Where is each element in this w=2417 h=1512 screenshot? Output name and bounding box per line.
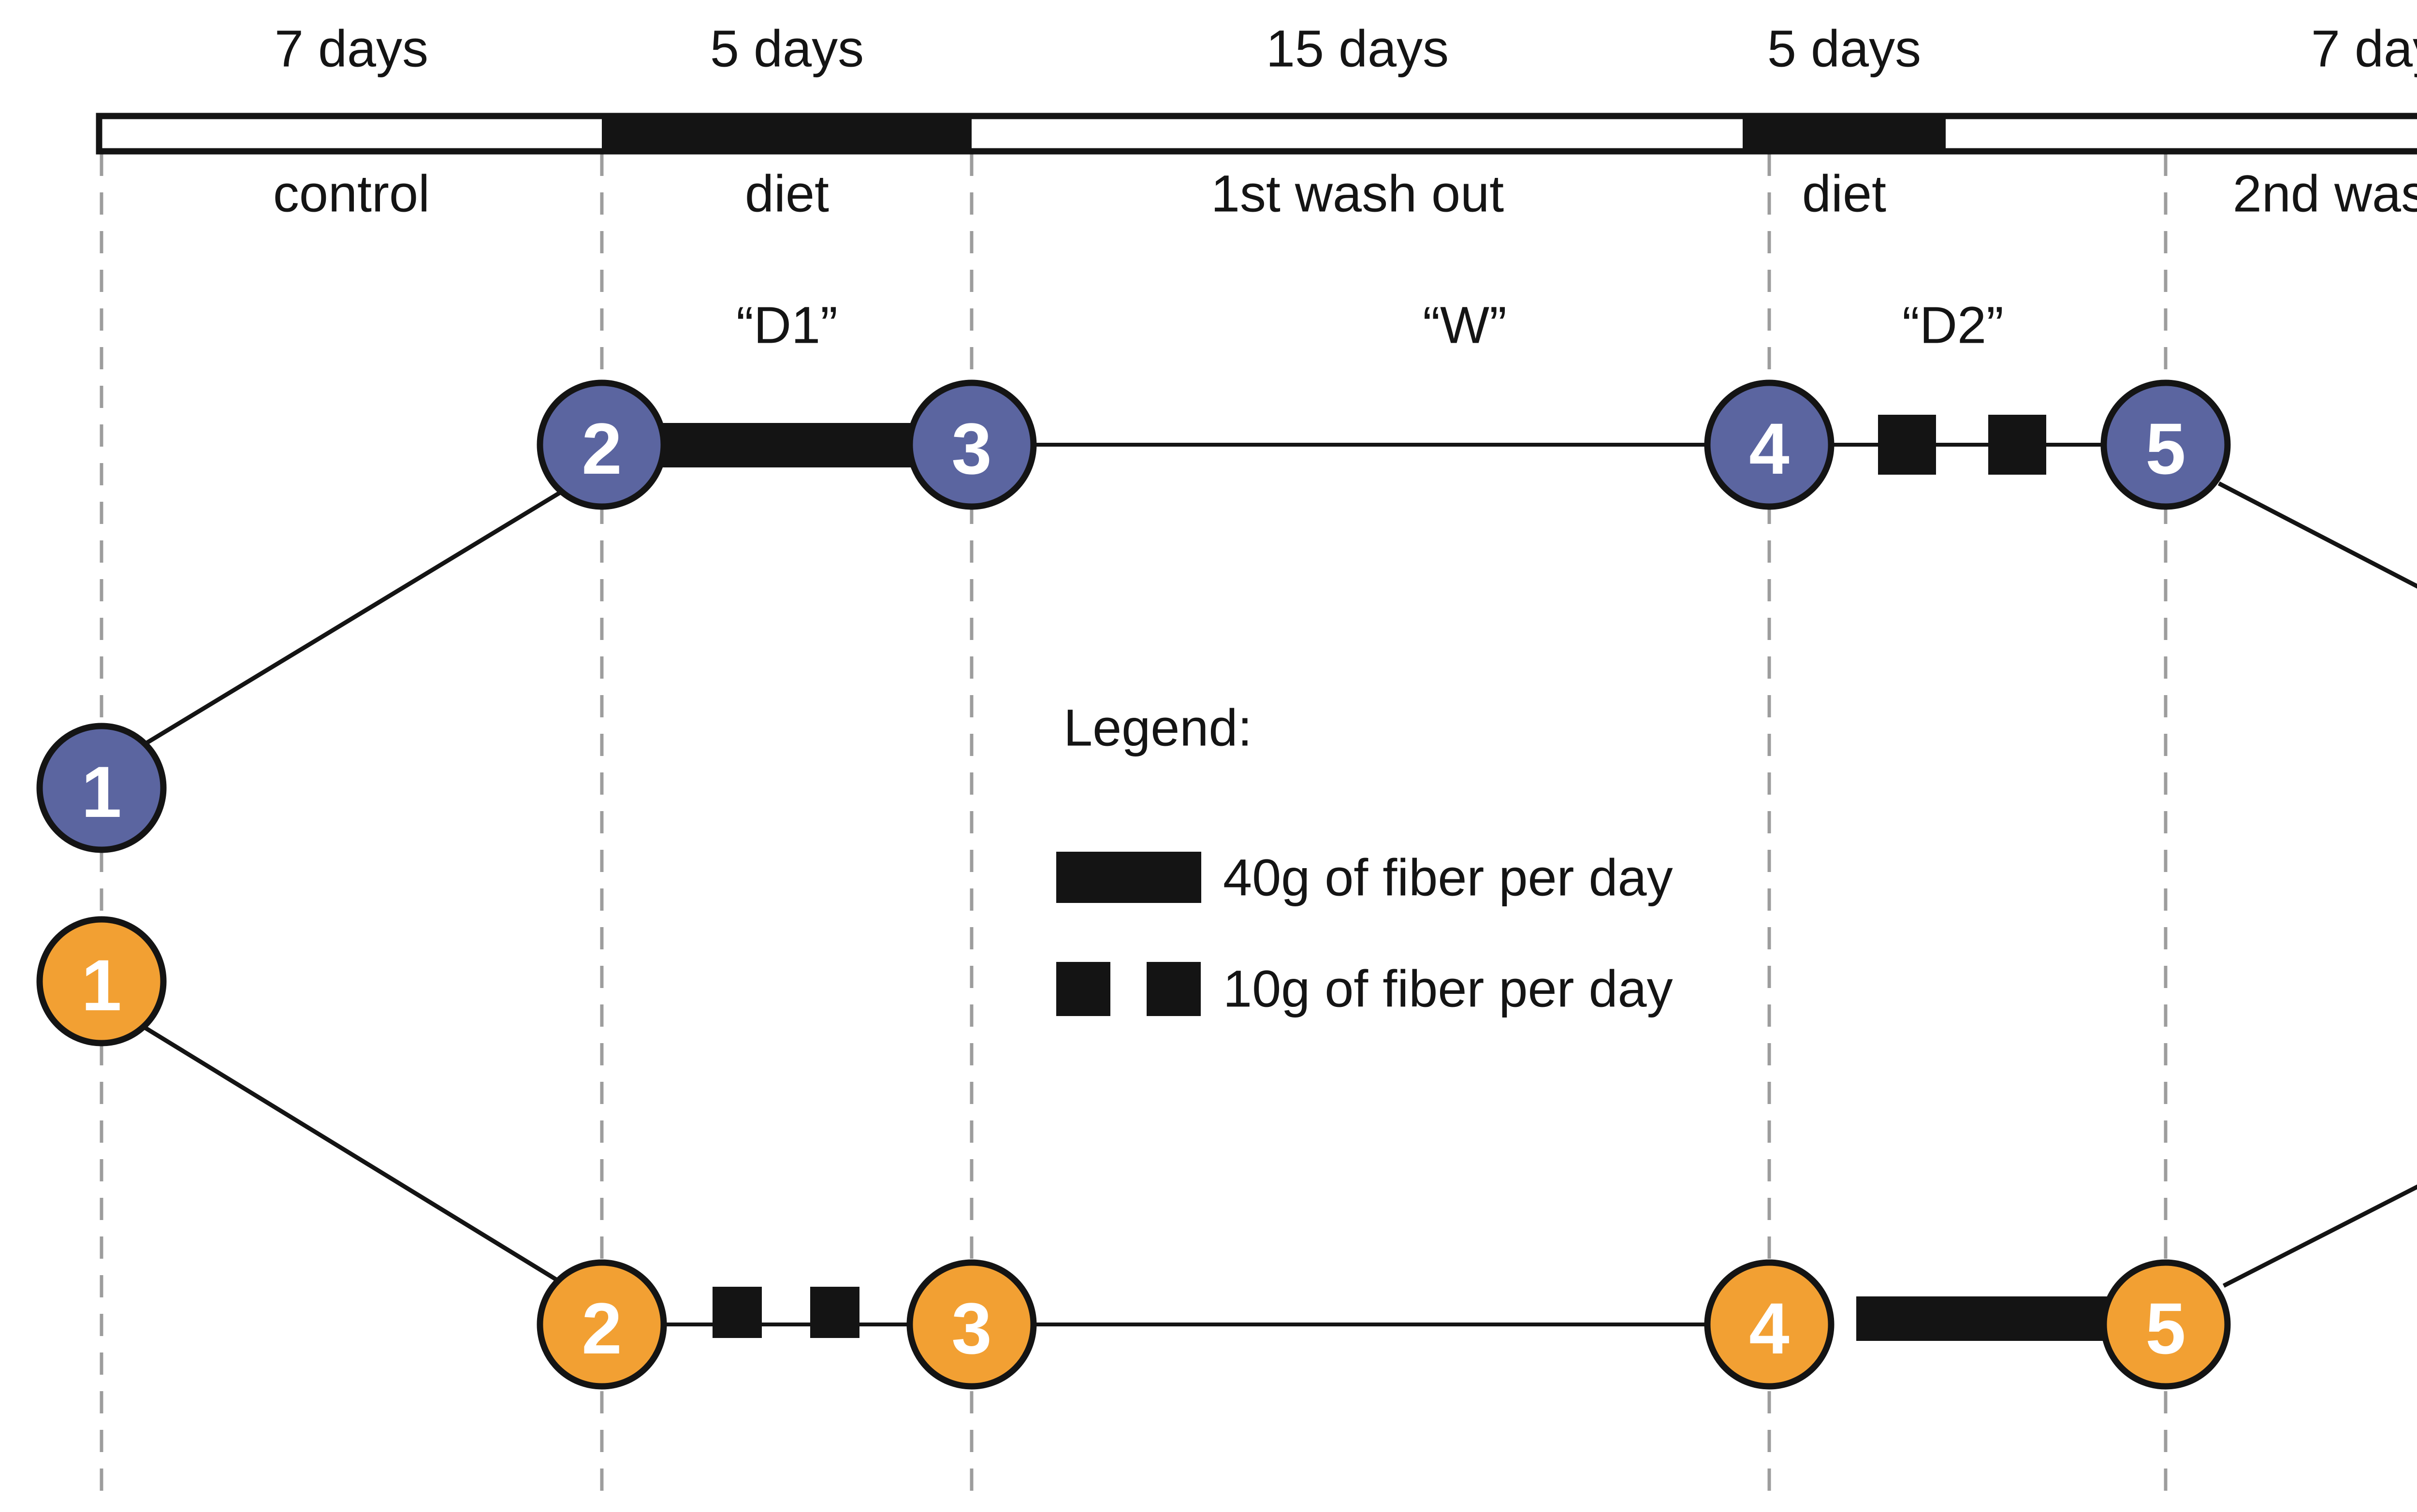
period-code-labels: “D1” “W” “D2” xyxy=(736,296,2004,354)
blue-node-1-circle[interactable] xyxy=(36,723,167,853)
duration-label: 15 days xyxy=(1266,19,1449,78)
orange-node-2-circle[interactable] xyxy=(537,1259,667,1390)
blue-node-2-label: 2 xyxy=(582,408,622,489)
blue-node-2-circle[interactable] xyxy=(537,379,667,510)
timeline-segment-diet-2 xyxy=(1743,115,1946,152)
orange-node-5-label: 5 xyxy=(2145,1288,2185,1369)
blue-node-4[interactable]: 4 xyxy=(1704,379,1835,510)
duration-labels: 7 days 5 days 15 days 5 days 7 days xyxy=(275,19,2417,78)
blue-node-2[interactable]: 2 xyxy=(537,379,667,510)
orange-node-1-label: 1 xyxy=(81,945,121,1026)
orange-node-1-circle[interactable] xyxy=(36,916,167,1047)
orange-node-1[interactable]: 1 xyxy=(36,916,167,1047)
period-code-d1: “D1” xyxy=(736,296,838,354)
period-labels: control diet 1st wash out diet 2nd wash … xyxy=(273,164,2417,223)
blue-node-5-circle[interactable] xyxy=(2100,379,2231,510)
blue-node-3[interactable]: 3 xyxy=(906,379,1037,510)
blue-link-5-6 xyxy=(2217,481,2417,589)
orange-node-3-circle[interactable] xyxy=(906,1259,1037,1390)
legend-swatch-10g-square xyxy=(1147,962,1201,1016)
period-code-w: “W” xyxy=(1423,296,1507,354)
dashed-guide-lines xyxy=(100,154,2168,1494)
blue-node-1[interactable]: 1 xyxy=(36,723,167,853)
orange-link-1-2 xyxy=(139,1023,572,1290)
duration-label: 5 days xyxy=(710,19,864,78)
period-label-diet-1: diet xyxy=(745,164,829,223)
orange-node-3[interactable]: 3 xyxy=(906,1259,1037,1390)
legend: Legend: 40g of fiber per day 10g of fibe… xyxy=(1056,698,1673,1018)
orange-arm: 1 2 3 4 5 6 xyxy=(36,916,2417,1390)
orange-node-4-label: 4 xyxy=(1749,1288,1789,1369)
orange-node-4[interactable]: 4 xyxy=(1704,1259,1835,1390)
timeline-segment-diet-1 xyxy=(602,115,972,152)
orange-node-2-label: 2 xyxy=(582,1288,622,1369)
blue-node-5-label: 5 xyxy=(2145,408,2185,489)
duration-label: 7 days xyxy=(2311,19,2417,78)
blue-arm: 1 2 3 4 5 6 xyxy=(36,379,2417,853)
orange-node-4-circle[interactable] xyxy=(1704,1259,1835,1390)
blue-link-4-5-10g-square xyxy=(1988,415,2046,475)
orange-node-5[interactable]: 5 xyxy=(2100,1259,2231,1390)
blue-node-4-label: 4 xyxy=(1749,408,1789,489)
blue-link-1-2 xyxy=(139,481,577,749)
timeline-bar xyxy=(96,113,2417,155)
orange-link-2-3-10g-square xyxy=(810,1287,859,1338)
legend-swatch-40g-bar xyxy=(1056,852,1201,903)
blue-link-4-5-10g-square xyxy=(1878,415,1936,475)
legend-label-10g: 10g of fiber per day xyxy=(1223,960,1673,1018)
duration-label: 5 days xyxy=(1767,19,1921,78)
orange-link-5-6 xyxy=(2222,1184,2417,1288)
orange-node-5-circle[interactable] xyxy=(2100,1259,2231,1390)
blue-node-3-circle[interactable] xyxy=(906,379,1037,510)
blue-node-4-circle[interactable] xyxy=(1704,379,1835,510)
period-label-second-washout: 2nd wash out xyxy=(2233,164,2417,223)
blue-node-5[interactable]: 5 xyxy=(2100,379,2231,510)
timeline-bar-outline xyxy=(96,113,2417,155)
legend-swatch-10g-square xyxy=(1056,962,1110,1016)
duration-label: 7 days xyxy=(275,19,428,78)
orange-node-2[interactable]: 2 xyxy=(537,1259,667,1390)
orange-node-3-label: 3 xyxy=(951,1288,991,1369)
period-label-control: control xyxy=(273,164,430,223)
period-label-first-washout: 1st wash out xyxy=(1211,164,1504,223)
orange-link-2-3-10g-square xyxy=(713,1287,762,1338)
blue-node-3-label: 3 xyxy=(951,408,991,489)
blue-link-2-3-40g-bar xyxy=(624,423,957,467)
blue-node-1-label: 1 xyxy=(81,751,121,832)
period-code-d2: “D2” xyxy=(1902,296,2004,354)
legend-label-40g: 40g of fiber per day xyxy=(1223,848,1673,907)
legend-title: Legend: xyxy=(1063,698,1252,757)
period-label-diet-2: diet xyxy=(1802,164,1886,223)
